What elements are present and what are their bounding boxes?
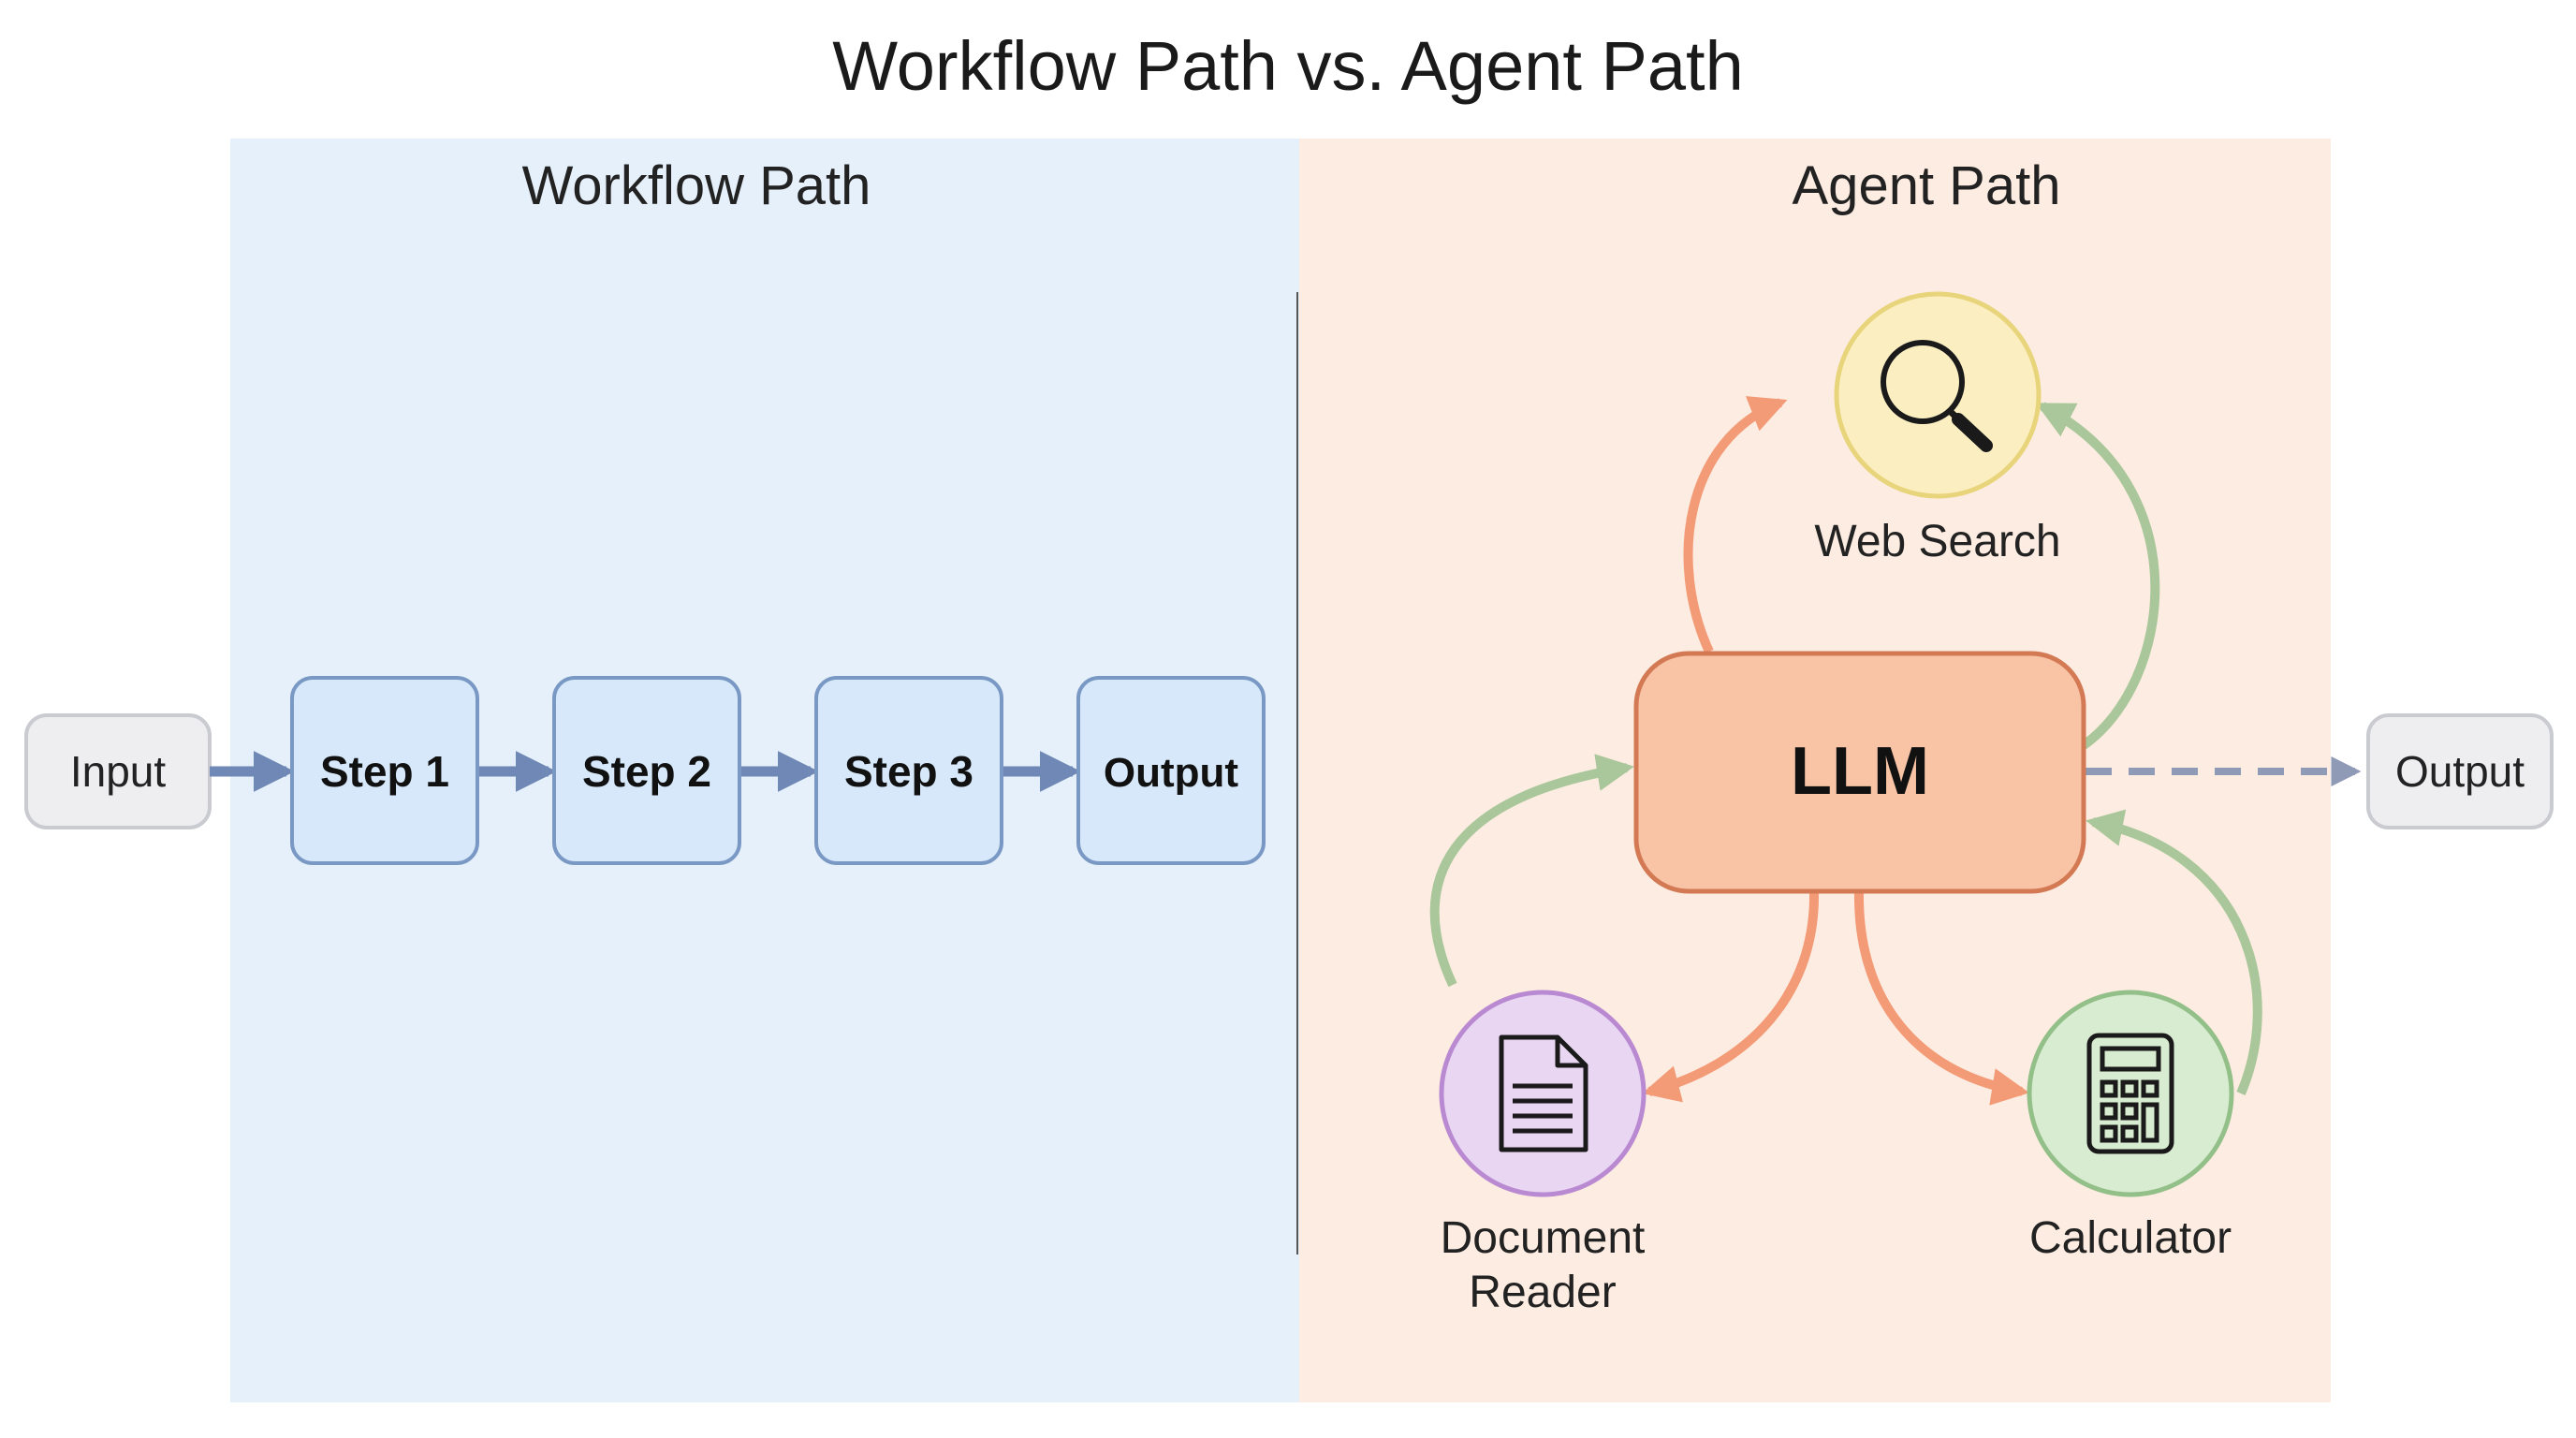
workflow-panel-title: Workflow Path — [522, 155, 871, 216]
tool-document-reader: Document Reader — [1439, 990, 1647, 1317]
step-label: Step 2 — [582, 747, 711, 796]
agent-output-node: Output — [2366, 713, 2554, 829]
tool-label: Calculator — [2029, 1213, 2232, 1263]
search-icon — [1881, 340, 1993, 452]
step-label: Output — [1104, 750, 1239, 796]
arrow-llm-to-document-reader — [1642, 890, 1820, 1103]
arrow-llm-to-web-search — [1683, 396, 1788, 654]
arrow-calculator-to-llm — [2086, 809, 2262, 1095]
llm-node: LLM — [1633, 651, 2086, 894]
workflow-input-node: Input — [24, 713, 212, 829]
workflow-step-1: Step 1 — [290, 676, 479, 865]
workflow-output-node: Output — [1076, 676, 1266, 865]
tool-label-line-2: Reader — [1469, 1268, 1616, 1317]
tool-label-line-1: Document — [1441, 1213, 1646, 1263]
workflow-input-label: Input — [70, 747, 167, 796]
calculator-icon — [2086, 1033, 2174, 1154]
step-label: Step 3 — [844, 747, 973, 796]
tool-label: Web Search — [1814, 517, 2060, 566]
agent-output-label: Output — [2395, 747, 2525, 796]
llm-label: LLM — [1791, 734, 1929, 809]
document-icon — [1499, 1034, 1588, 1152]
tool-calculator: Calculator — [2027, 990, 2234, 1263]
step-label: Step 1 — [320, 747, 449, 796]
workflow-step-2: Step 2 — [552, 676, 741, 865]
agent-panel-title: Agent Path — [1793, 155, 2061, 216]
arrow-llm-to-calculator — [1853, 890, 2029, 1106]
workflow-step-3: Step 3 — [814, 676, 1003, 865]
tool-web-search: Web Search — [1814, 291, 2061, 566]
arrow-document-reader-to-llm — [1429, 754, 1634, 988]
page-title: Workflow Path vs. Agent Path — [832, 27, 1743, 105]
arrow-web-search-to-llm — [2035, 402, 2160, 750]
